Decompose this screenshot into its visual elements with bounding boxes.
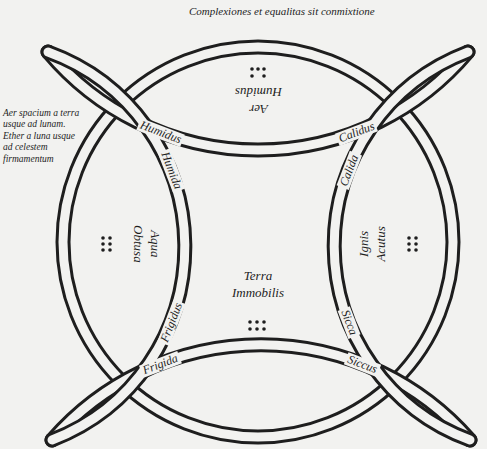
band-label: Humida <box>158 148 186 193</box>
margin-note: Aer spacium a terra usque ad lunam. Ethe… <box>1 108 85 165</box>
element-name: Aer <box>235 100 282 117</box>
element-region: IgnisAcutus <box>354 222 392 265</box>
element-name: Ignis <box>356 226 373 261</box>
diagram-title: Complexiones et equalitas sit conmixtion… <box>189 5 375 17</box>
band-label: Frigidus <box>157 299 186 346</box>
element-region: TerraImmobilis <box>228 266 288 304</box>
element-region: AerHumidus <box>231 81 286 119</box>
element-region: AquaObtusa <box>127 221 165 267</box>
band-label: Siccus <box>344 352 381 377</box>
element-quality: Acutus <box>373 226 390 261</box>
element-quality: Obtusa <box>129 225 146 263</box>
element-name: Terra <box>232 268 284 285</box>
element-quality: Humidus <box>235 83 282 100</box>
element-name: Aqua <box>146 225 163 263</box>
element-quality: Immobilis <box>232 285 284 302</box>
band-label: Calida <box>337 151 362 190</box>
